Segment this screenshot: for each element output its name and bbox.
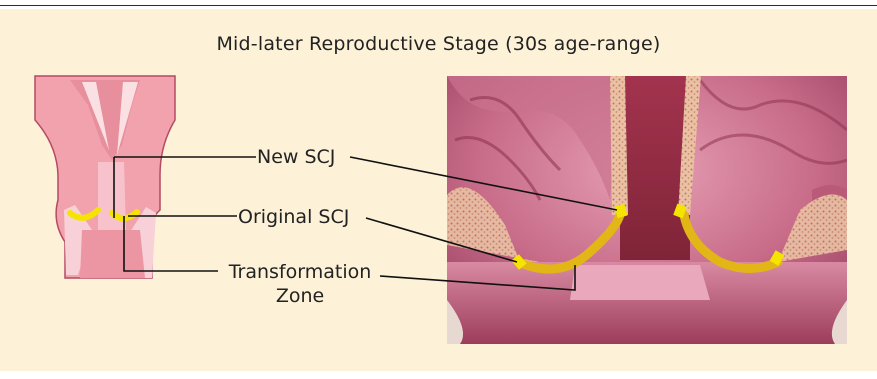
label-original-scj: Original SCJ bbox=[238, 205, 349, 229]
label-transformation-zone-line1: Transformation bbox=[222, 260, 378, 284]
label-transformation-zone-line2: Zone bbox=[222, 284, 378, 308]
label-new-scj: New SCJ bbox=[257, 145, 335, 169]
schematic-cervix bbox=[35, 76, 175, 278]
label-transformation-zone: Transformation Zone bbox=[222, 260, 378, 308]
cervix-illustration bbox=[447, 76, 847, 344]
